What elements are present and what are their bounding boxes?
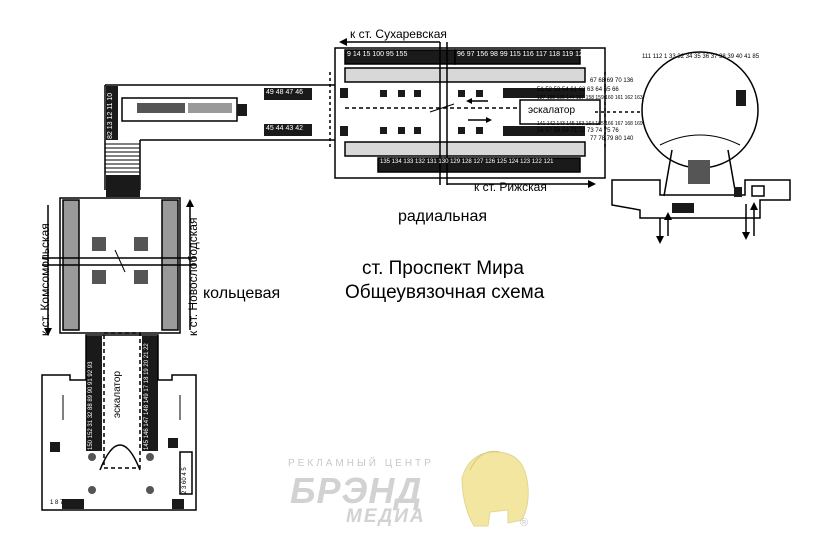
passage-block-a [137,103,185,113]
car-numbers-radial-top-right: 96 97 156 98 99 115 116 117 118 119 120 [457,51,587,58]
radial-platform-north [344,67,586,83]
ring-escalator [103,332,141,469]
rotunda [595,51,791,244]
label-to-novoslobodskaya: к ст. Новослободская [186,217,200,336]
lower-hall-exit-5 [172,499,184,509]
label-to-komsomolskaya: к ст. Комсомольская [38,223,52,336]
car-numbers-radial-top-left: 9 14 15 100 95 155 [347,51,408,58]
lower-hall-side-numbers [179,451,193,495]
page-subtitle: Общеувязочная схема [345,282,545,303]
radial-block-north [503,88,585,98]
rotunda-escalator-head [688,160,710,184]
radial-pillars [340,88,483,136]
car-numbers-hall-right: 2 3 60 4 5 [182,467,188,494]
car-numbers-passage-top: 49 48 47 46 [266,89,303,96]
page-title: ст. Проспект Мира [362,258,524,279]
passage-marker [237,104,247,116]
lower-hall-exit-2 [168,438,178,448]
radial-bottom-bar [377,157,581,173]
ring-split-mark [114,249,126,273]
radial-escalator-box [519,99,601,125]
passage-stairs [105,143,140,173]
rotunda-vestibule [611,179,791,219]
watermark-media: МЕДИА [346,506,426,527]
radial-top-bar-right [454,49,581,65]
transfer-passage [104,84,335,197]
passage-foot-numbers [106,175,140,197]
car-numbers-passage-end: 82 13 12 11 10 [107,92,114,139]
lower-hall-outline [41,334,197,511]
car-numbers-ring-escalator-right: 145 146 147 148 149 17 18 19 20 21 22 [144,343,150,450]
label-to-rizhskaya: к ст. Рижская [474,180,547,194]
passage-end-numbers [106,86,118,140]
radial-split-mark [429,103,455,113]
car-numbers-radial-bottom: 135 134 133 132 131 130 129 128 127 126 … [380,159,554,165]
radial-platform-south [344,141,586,157]
lower-hall-arch [99,444,141,471]
label-to-sukharevskaya: к ст. Сухаревская [350,27,447,41]
label-escalator-ring: эскалатор [112,370,123,418]
car-numbers-radial-lower-2: 56 57 58 59 71 72 73 74 75 76 [537,128,619,134]
rotunda-outline [641,51,759,169]
car-numbers-rotunda: 111 112 1 33 32 34 35 36 37 38 39 40 41 … [642,54,760,60]
car-numbers-radial-upper-2: 137 138 139 144 157 158 159 160 161 162 … [537,95,643,101]
car-numbers-radial-upper-1: 51 52 53 54 61 62 63 64 65 66 [537,87,619,93]
car-numbers-passage-bottom: 45 44 43 42 [266,125,303,132]
lower-hall-exit-87 [62,499,84,509]
ring-pillar-2 [134,237,148,251]
car-numbers-hall-left: 1 8 7 [50,500,64,506]
label-radial-line: радиальная [398,208,488,225]
mammoth-logo [461,450,529,527]
rotunda-exit-4039 [672,203,694,213]
ring-lower-hall [41,332,197,511]
radial-block-south [503,126,585,136]
ring-escalator-left-numbers [86,336,102,451]
ring-station [42,197,196,336]
ring-pillar-3 [92,270,106,284]
passage-block-b [188,103,232,113]
car-numbers-radial-lower-1: 141 142 143 145 163 164 165 166 167 168 … [537,121,643,127]
ring-escalator-right-numbers [142,336,158,451]
car-numbers-ring-escalator-left: 150 152 31 32 88 89 90 91 92 93 [88,361,94,450]
car-numbers-radial-lower-3: 77 78 79 80 140 [590,136,634,142]
watermark-brand: БРЭНД [290,470,423,511]
watermark-registered: ® [520,517,529,529]
watermark-top: РЕКЛАМНЫЙ ЦЕНТР [288,458,434,469]
label-ring-line: кольцевая [203,285,281,302]
passage-numbers-top [264,88,312,100]
radial-hall [334,47,606,179]
car-numbers-radial-right-upper: 67 68 69 70 136 [590,78,634,84]
ring-pillar-4 [134,270,148,284]
ring-pillar-1 [92,237,106,251]
passage-numbers-bottom [264,124,312,136]
radial-station [329,38,606,188]
lower-hall-exit-1 [50,442,60,452]
label-escalator-radial: эскалатор [528,105,576,116]
